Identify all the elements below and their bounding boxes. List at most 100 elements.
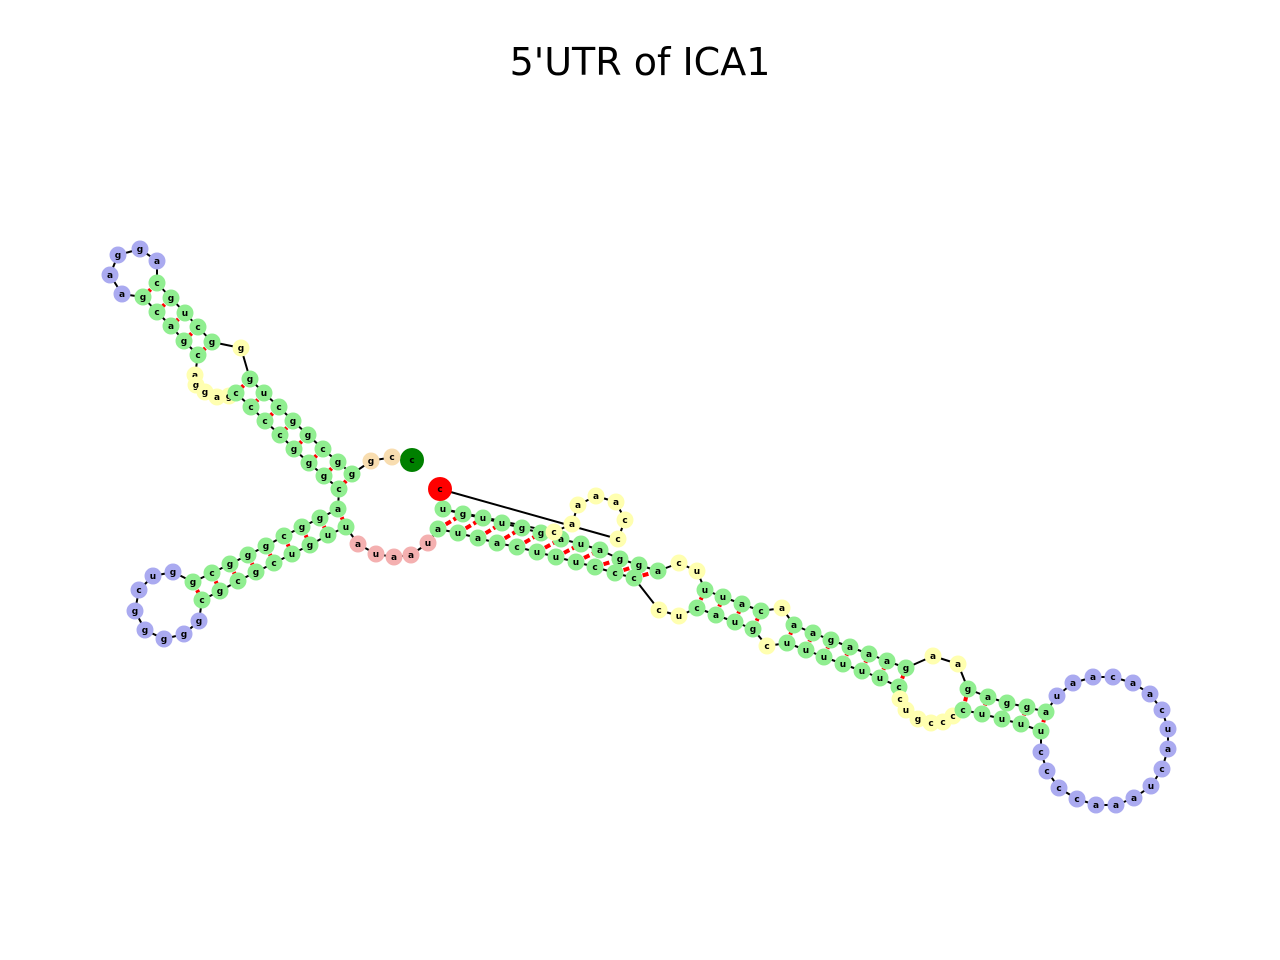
nucleotide-letter: u [676,612,682,622]
nucleotide-arm2-hairpin: u [144,567,162,585]
nucleotide-letter: a [884,657,890,667]
nucleotide-node [804,624,822,642]
nucleotide-node [897,659,915,677]
nucleotide-node [488,534,506,552]
nucleotide-node [184,573,202,591]
nucleotide-letter: u [1165,725,1171,735]
nucleotide-arm1-stem-outer-b: g [300,454,318,472]
nucleotide-arm3-hairpin: c [1050,779,1068,797]
nucleotide-node [1064,674,1082,692]
nucleotide-arm3-stem3-b: a [841,638,859,656]
nucleotide-arm1-hairpin: g [131,240,149,258]
nucleotide-letter: u [425,539,431,549]
nucleotide-node [1104,668,1122,686]
nucleotide-node [131,240,149,258]
nucleotide-letter: c [437,485,442,495]
nucleotide-letter: a [575,501,581,511]
nucleotide-arm3-stem1-a: c [625,569,643,587]
nucleotide-node [229,572,247,590]
nucleotide-node [508,538,526,556]
nucleotide-arm3-stem2-b: a [733,595,751,613]
nucleotide-letter: a [408,551,414,561]
nucleotide-letter: a [866,650,872,660]
nucleotide-arm3-stem2-b: u [696,581,714,599]
nucleotide-letter: c [615,535,620,545]
nucleotide-node [134,288,152,306]
nucleotide-letter: a [435,525,441,535]
nucleotide-node [285,440,303,458]
nucleotide-letter: g [903,664,909,674]
nucleotide-letter: c [1074,795,1079,805]
nucleotide-node [126,602,144,620]
nucleotide-letter: g [306,459,312,469]
nucleotide-node [714,588,732,606]
nucleotide-arm1-hairpin: a [101,266,119,284]
nucleotide-node [255,384,273,402]
nucleotide-node [247,563,265,581]
nucleotide-arm2-stem-a: g [221,555,239,573]
nucleotide-node [1142,777,1160,795]
nucleotide-letter: g [202,388,208,398]
nucleotide-letter: g [209,338,215,348]
nucleotide-letter: c [389,453,394,463]
nucleotide-node [1124,674,1142,692]
nucleotide-letter: a [1131,794,1137,804]
nucleotide-arm1-stem-inner-a: u [176,304,194,322]
nucleotide-node [625,569,643,587]
nucleotide-arm3-stem3-b: a [878,652,896,670]
nucleotide-arm3-stem3-a: u [853,662,871,680]
nucleotide-node [189,346,207,364]
nucleotide-letter: g [636,561,642,571]
nucleotide-node [367,545,385,563]
nucleotide-arm2-stem-a: a [329,500,347,518]
nucleotide-node [1153,760,1171,778]
nucleotide-node [609,530,627,548]
nucleotide-arm2-hairpin: g [136,621,154,639]
nucleotide-letter: u [289,550,295,560]
nucleotide-letter: u [261,389,267,399]
nucleotide-letter: g [1024,703,1030,713]
nucleotide-letter: a [192,371,198,381]
nucleotide-node [897,701,915,719]
nucleotide-letter: a [569,520,575,530]
nucleotide-multiloop: u [419,534,437,552]
nucleotide-node [758,637,776,655]
nucleotide-node [148,252,166,270]
nucleotide-node [1125,789,1143,807]
nucleotide-node [744,620,762,638]
nucleotide-arm3-stem4-b: a [979,688,997,706]
nucleotide-letter: u [553,553,559,563]
nucleotide-node [1087,796,1105,814]
nucleotide-letter: u [803,646,809,656]
nucleotide-node [203,564,221,582]
nucleotide-arm3-stem4-b: a [1037,703,1055,721]
nucleotide-node [362,452,380,470]
nucleotide-arm1-stem-outer-a: u [255,384,273,402]
nucleotide-letter: g [132,607,138,617]
nucleotide-arm1-stem-outer-b: c [227,384,245,402]
nucleotide-node [707,606,725,624]
nucleotide-arm2-hairpin: g [126,602,144,620]
nucleotide-arm3-int3-b: a [924,647,942,665]
nucleotide-node [1159,720,1177,738]
nucleotide-node [778,634,796,652]
nucleotide-arm3-hairpin: u [1159,720,1177,738]
nucleotide-letter: g [193,381,199,391]
nucleotide-node [265,554,283,572]
nucleotide-letter: u [732,618,738,628]
nucleotide-node [449,524,467,542]
nucleotide-arm3-int3-a: u [897,701,915,719]
nucleotide-letter: u [1038,727,1044,737]
nucleotide-arm2-stem-b: c [229,572,247,590]
nucleotide-node [528,543,546,561]
nucleotide-node [283,545,301,563]
nucleotide-arm2-stem-b: u [337,518,355,536]
nucleotide-letter: a [558,535,564,545]
nucleotide-arm3-stem1-b: g [513,519,531,537]
nucleotide-node [834,655,852,673]
figure-title: 5'UTR of ICA1 [509,40,771,84]
nucleotide-letter: c [233,389,238,399]
nucleotide-node [1032,743,1050,761]
nucleotide-node [572,535,590,553]
nucleotide-arm3-hairpin: c [1153,760,1171,778]
